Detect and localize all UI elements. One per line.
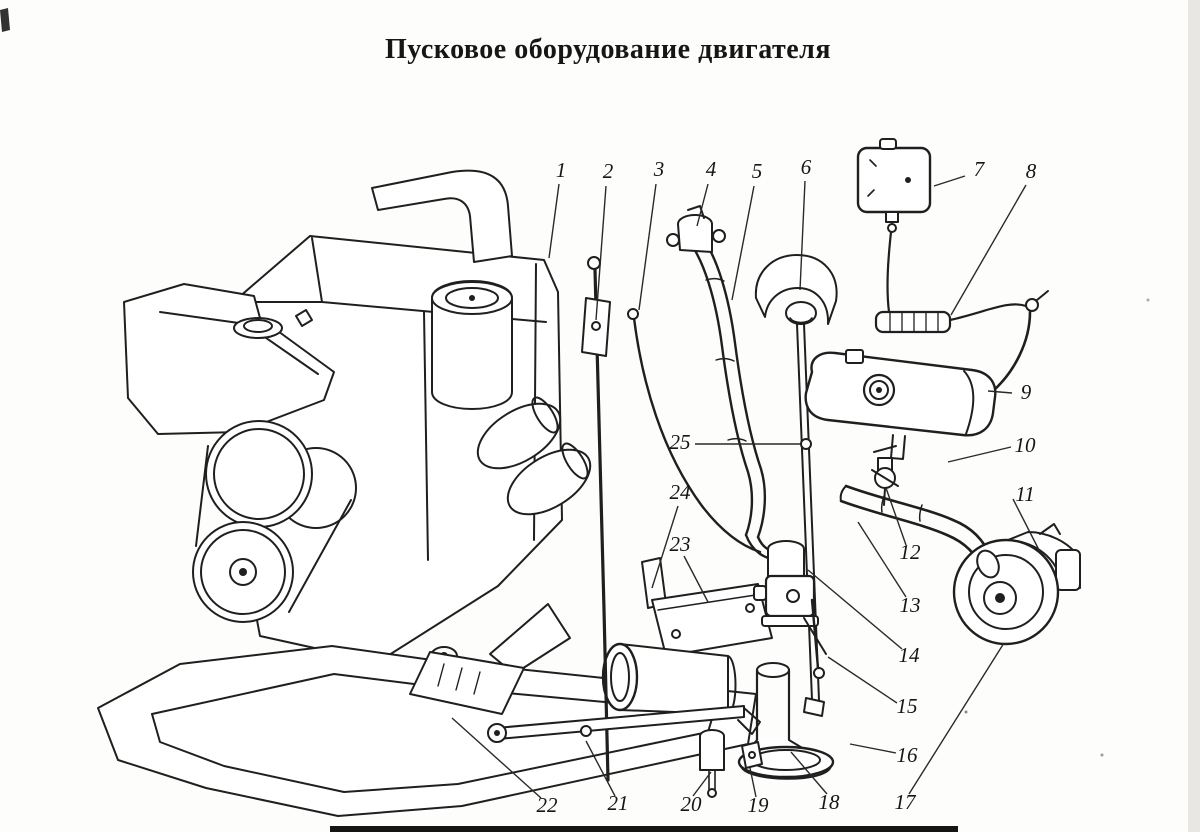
callout-label-22: 22 [537,793,559,817]
ignition-wire [874,230,1049,334]
link-bracket [741,741,763,769]
intake-pipe [371,169,513,263]
muffler-assembly [601,557,773,715]
control-lever [487,705,763,798]
line-junction [800,438,812,450]
callout-label-24: 24 [670,480,692,504]
magneto-box [856,138,932,233]
callout-label-14: 14 [899,643,921,667]
primer-carburetor [753,438,827,679]
callout-label-13: 13 [900,593,921,617]
callout-label-11: 11 [1015,482,1034,506]
exhaust-manifold [123,283,335,435]
callout-label-2: 2 [603,159,614,183]
belt-pulleys [192,420,357,623]
callout-labels: 1 2 3 4 5 6 7 8 9 10 11 12 13 14 15 16 1… [537,155,1037,817]
callout-label-21: 21 [608,791,629,815]
control-rod [581,256,611,782]
small-lever [810,598,820,670]
page-title: Пусковое оборудование двигателя [384,34,832,65]
fuel-tank [804,349,997,460]
callout-label-6: 6 [801,155,812,179]
fan-blower [952,523,1081,646]
mount-plate [409,651,525,715]
air-filter [431,280,513,410]
callout-label-18: 18 [819,790,841,814]
choke-lever [754,254,838,717]
callout-label-17: 17 [895,790,918,814]
fuel-valve [871,445,899,506]
callout-label-25: 25 [670,430,691,454]
callout-label-7: 7 [974,157,986,181]
hose-clamp [666,205,726,253]
leader-lines [451,175,1041,799]
callout-label-16: 16 [897,743,919,767]
drip-pan [737,745,835,779]
callout-label-19: 19 [748,793,770,817]
callout-label-20: 20 [681,792,703,816]
callout-label-3: 3 [653,157,665,181]
drain-fitting [699,729,725,798]
callout-label-4: 4 [706,157,717,181]
base-frame [97,603,757,817]
mounting-bracket [651,583,773,657]
callout-label-1: 1 [556,158,567,182]
engine-block [123,169,592,666]
fuel-filters [476,396,592,516]
callout-label-12: 12 [900,540,922,564]
callout-label-5: 5 [752,159,763,183]
callout-label-8: 8 [1026,159,1037,183]
exhaust-downpipe [737,662,835,780]
callout-label-23: 23 [670,532,691,556]
callout-label-9: 9 [1021,380,1032,404]
fuel-line [627,308,762,554]
callout-label-10: 10 [1015,433,1037,457]
callout-label-15: 15 [897,694,918,718]
drain-hose [666,205,782,562]
